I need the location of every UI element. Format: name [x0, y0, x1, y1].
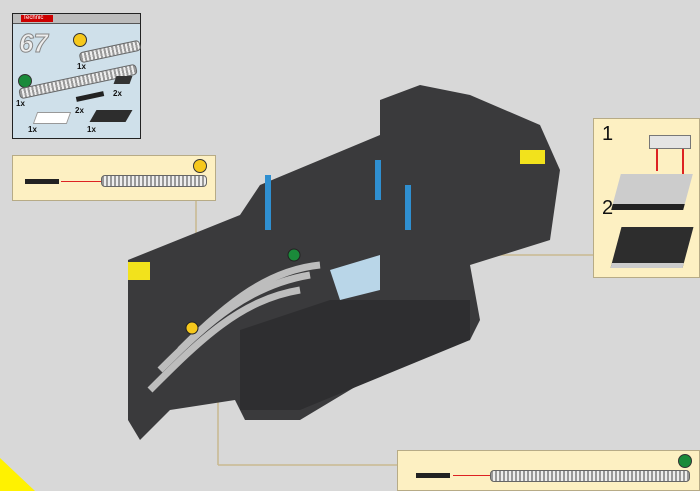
- flex-tubes: [147, 261, 321, 393]
- green-marker-icon: [678, 454, 692, 468]
- substep-number: 2: [602, 197, 614, 219]
- technic-logo: Technic: [21, 15, 53, 22]
- qty-label: 2x: [75, 106, 84, 115]
- parts-list-panel: Technic 67 1x 1x 2x 2x 1x 1x: [12, 13, 142, 139]
- qty-label: 1x: [87, 125, 96, 134]
- assembly-part: [610, 227, 694, 268]
- qty-label: 1x: [28, 125, 37, 134]
- model-body: [128, 85, 560, 440]
- arrow-icon: [61, 181, 101, 182]
- tube-part: [101, 175, 207, 187]
- substep-number: 1: [602, 123, 614, 145]
- yellow-marker-icon: [73, 33, 87, 47]
- pin-part: [416, 473, 450, 478]
- plate-part: [113, 76, 133, 84]
- tube-part: [78, 39, 142, 64]
- brick-part: [32, 112, 72, 124]
- pin-part: [25, 179, 59, 184]
- plate-part: [89, 110, 133, 122]
- qty-label: 2x: [113, 89, 122, 98]
- arrow-icon: [453, 475, 491, 476]
- callout-tube-yellow: [12, 155, 216, 201]
- yellow-marker-icon: [193, 159, 207, 173]
- callout-substeps: 1 2: [593, 118, 700, 278]
- white-brick-part: [649, 135, 691, 149]
- qty-label: 1x: [77, 62, 86, 71]
- callout-tube-green: [397, 450, 700, 491]
- arrow-icon: [656, 149, 658, 171]
- arrow-icon: [682, 149, 684, 183]
- page-corner-tab: [0, 458, 35, 491]
- assembly-part: [611, 174, 693, 210]
- pin-part: [75, 91, 105, 102]
- step-number: 67: [19, 28, 49, 59]
- tube-part: [490, 470, 690, 482]
- qty-label: 1x: [16, 99, 25, 108]
- panel-title-bar: Technic: [13, 14, 140, 24]
